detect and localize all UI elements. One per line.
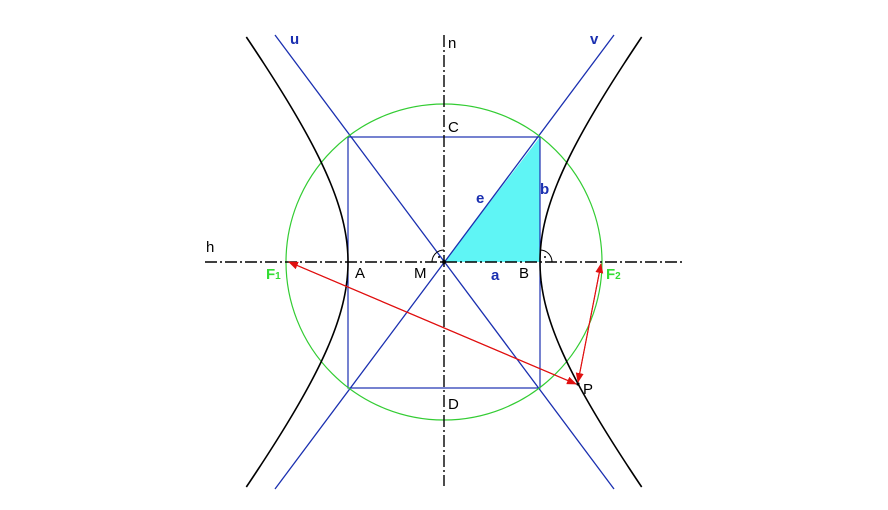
label-point-p: P <box>583 381 593 398</box>
label-center-m: M <box>414 265 427 282</box>
hyperbola-right-branch <box>539 36 643 488</box>
right-angle-dot-b <box>544 256 546 258</box>
label-axis-n: n <box>448 35 456 52</box>
label-focus-f1: F1 <box>266 266 281 283</box>
label-seg-a: a <box>491 267 500 284</box>
label-point-d: D <box>448 396 459 413</box>
right-angle-mark-b <box>539 249 553 263</box>
hyperbola-left-branch <box>245 36 349 488</box>
label-vertex-a: A <box>355 265 365 282</box>
label-seg-b: b <box>540 181 549 198</box>
right-angle-dot-m <box>438 256 440 258</box>
label-asymptote-v: v <box>590 31 599 48</box>
label-vertex-b: B <box>519 265 529 282</box>
center-point-m <box>442 260 446 264</box>
focal-ray-p-f1 <box>288 261 577 385</box>
right-angle-mark-m <box>431 249 445 263</box>
label-axis-h: h <box>206 239 214 256</box>
label-asymptote-u: u <box>290 31 299 48</box>
label-point-c: C <box>448 119 459 136</box>
focal-ray-p-f2 <box>577 263 604 383</box>
label-seg-e: e <box>476 190 484 207</box>
label-focus-f2: F2 <box>606 266 621 283</box>
point-p-dot <box>576 382 580 386</box>
